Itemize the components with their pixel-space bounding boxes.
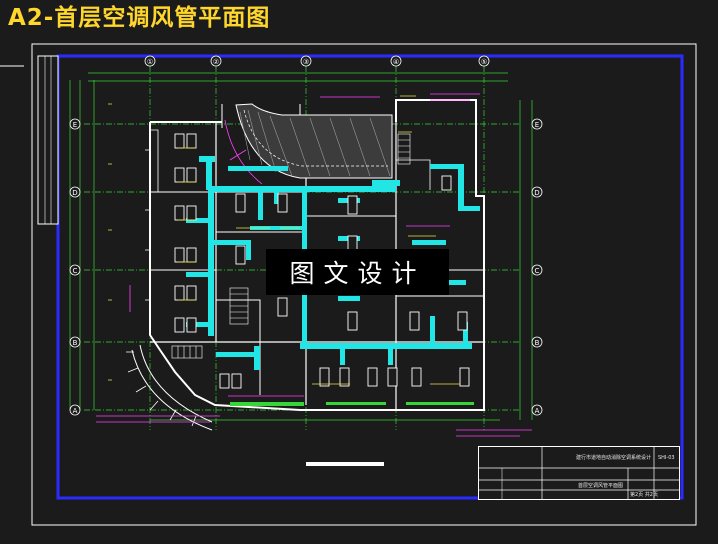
title-block-sheet: 第2页 共2页	[630, 492, 658, 498]
axis-row-c-right: C	[535, 267, 540, 275]
exterior-ground	[306, 462, 384, 466]
axis-row-e-right: E	[535, 121, 539, 129]
axis-col-5: ⑤	[481, 58, 487, 66]
page-title: A2-首层空调风管平面图	[8, 5, 271, 31]
window-marks	[230, 402, 474, 406]
axis-col-3: ③	[303, 58, 309, 66]
title-block-drawing-no: SHI-03	[658, 455, 675, 461]
axis-row-c: C	[73, 267, 78, 275]
title-block-project: 建行市道地自动消除空调系统设计	[576, 455, 652, 461]
annotations	[96, 93, 532, 437]
title-block-drawing-name: 首层空调风管平面图	[578, 483, 624, 489]
axis-row-a: A	[73, 407, 78, 415]
staircases	[171, 133, 411, 359]
lobby-curve	[224, 103, 393, 185]
axis-row-b: B	[73, 339, 78, 347]
axis-labels: ① ② ③ ④ ⑤ E D C B A E D C B A	[72, 58, 539, 415]
watermark-label: 图文设计	[266, 249, 449, 295]
axis-col-1: ①	[147, 58, 153, 66]
axis-row-e: E	[73, 121, 77, 129]
axis-row-d-right: D	[534, 189, 539, 197]
axis-row-d: D	[72, 189, 77, 197]
drawing-frame	[0, 43, 697, 526]
yellow-labels	[108, 95, 460, 385]
title-block-grid	[478, 446, 680, 500]
axis-row-b-right: B	[535, 339, 540, 347]
title-block: 建行市道地自动消除空调系统设计 SHI-03 首层空调风管平面图 第2页 共2页	[478, 446, 680, 500]
axis-col-4: ④	[393, 58, 399, 66]
axis-col-2: ②	[213, 58, 219, 66]
axis-bubbles	[69, 55, 543, 416]
axis-row-a-right: A	[535, 407, 540, 415]
